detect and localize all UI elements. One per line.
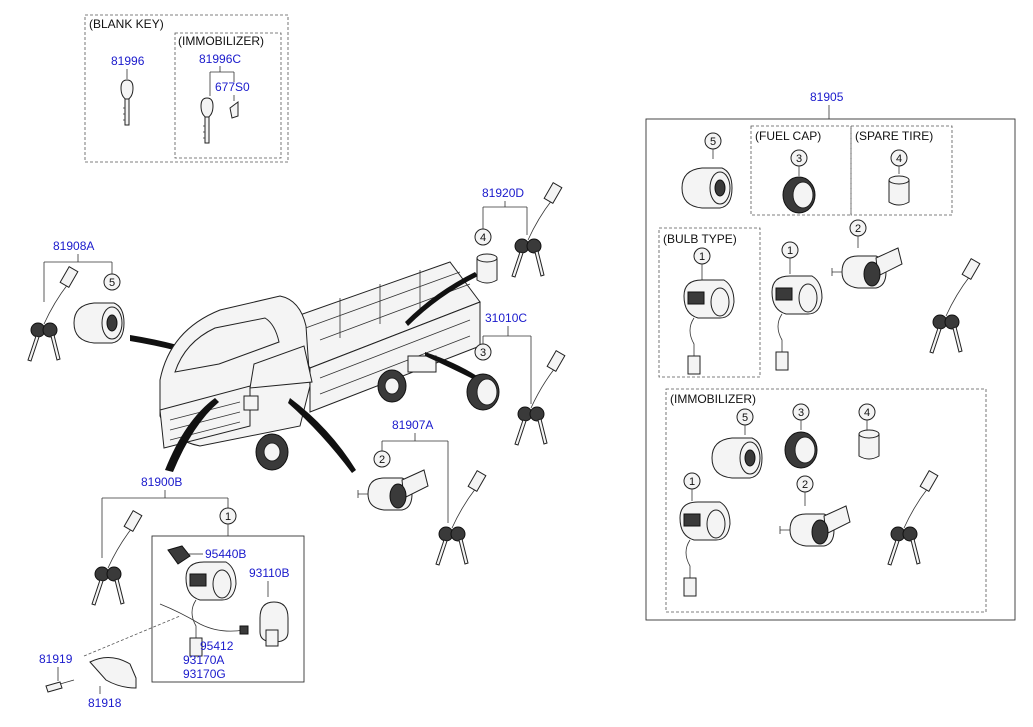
bolt-icon — [45, 681, 63, 693]
fuel-cap-icon — [466, 373, 500, 411]
blank-key-frame — [84, 14, 289, 163]
ignition-lock-icon — [679, 501, 731, 597]
caption-blank-key: (BLANK KEY) — [89, 17, 164, 31]
callout-1: 1 — [787, 245, 793, 257]
callout-1: 1 — [689, 476, 695, 488]
key-set-icon — [435, 470, 487, 566]
key-set-icon — [91, 510, 143, 606]
spare-tire-lock-icon — [858, 429, 880, 460]
part-number-81900b: 81900B — [141, 475, 182, 489]
bulb-type-frame — [658, 227, 761, 378]
fuel-cap-lock-icon — [782, 176, 816, 214]
part-number-81908a: 81908A — [53, 239, 94, 253]
caption-spare-tire: (SPARE TIRE) — [855, 129, 933, 143]
fuel-cap-frame — [750, 125, 852, 216]
callout-5: 5 — [742, 412, 748, 424]
callout-4: 4 — [896, 153, 902, 165]
part-number-81996: 81996 — [111, 54, 145, 68]
spare-tire-lock-sleeve-icon — [476, 253, 498, 284]
part-number-81996c: 81996C — [199, 52, 241, 66]
callout-3: 3 — [798, 407, 804, 419]
key-set-icon — [887, 470, 939, 566]
blank-key-icon — [120, 79, 134, 126]
spare-tire-lock-icon — [888, 175, 910, 206]
lock-cylinder-icon — [711, 437, 763, 479]
key-set-icon — [929, 258, 981, 354]
lock-cylinder-icon — [73, 302, 125, 344]
immobilizer-antenna-icon — [167, 545, 191, 565]
immobilizer-key-frame — [174, 32, 282, 159]
lock-set-frame — [645, 118, 1016, 621]
callout-2: 2 — [802, 479, 808, 491]
truck-illustration — [159, 261, 481, 471]
door-lock-cylinder-icon — [357, 469, 429, 511]
key-set-icon — [27, 266, 79, 362]
lock-cylinder-icon — [681, 167, 733, 209]
caption-immobilizer-key: (IMMOBILIZER) — [178, 34, 264, 48]
part-number-81918: 81918 — [88, 696, 122, 710]
part-number-93110b: 93110B — [249, 566, 289, 580]
callout-3: 3 — [480, 347, 486, 359]
caption-immobilizer-set: (IMMOBILIZER) — [670, 392, 756, 406]
callout-5: 5 — [109, 277, 115, 289]
shroud-bracket-icon — [89, 657, 137, 689]
caption-fuel-cap: (FUEL CAP) — [755, 129, 821, 143]
part-number-95440b: 95440B — [205, 547, 246, 561]
part-number-93170a: 93170A — [183, 653, 224, 667]
callout-1: 1 — [699, 251, 705, 263]
callout-1: 1 — [225, 511, 231, 523]
part-number-81920d: 81920D — [482, 186, 524, 200]
callout-2: 2 — [855, 223, 861, 235]
part-number-95412: 95412 — [200, 639, 234, 653]
callout-3: 3 — [796, 153, 802, 165]
key-set-icon — [514, 350, 566, 446]
door-lock-cylinder-icon — [779, 505, 851, 547]
caption-bulb-type: (BULB TYPE) — [663, 232, 737, 246]
door-lock-cylinder-icon — [831, 247, 903, 289]
part-number-81905: 81905 — [810, 90, 844, 104]
spare-tire-frame — [850, 125, 953, 216]
ignition-lock-icon — [683, 279, 735, 375]
immobilizer-set-frame — [665, 388, 987, 613]
fuel-cap-lock-icon — [784, 431, 818, 469]
part-number-81919: 81919 — [39, 652, 73, 666]
immobilizer-key-icon — [200, 97, 214, 144]
part-number-81907a: 81907A — [392, 418, 433, 432]
callout-2: 2 — [379, 454, 385, 466]
part-number-31010c: 31010C — [485, 311, 527, 325]
part-number-93170g: 93170G — [183, 667, 226, 681]
transponder-chip-icon — [229, 101, 239, 119]
callout-5: 5 — [710, 136, 716, 148]
callout-4: 4 — [480, 232, 486, 244]
ignition-assembly-frame — [151, 535, 305, 683]
callout-4: 4 — [864, 407, 870, 419]
part-number-677s0: 677S0 — [215, 80, 250, 94]
ignition-lock-icon — [771, 275, 823, 371]
